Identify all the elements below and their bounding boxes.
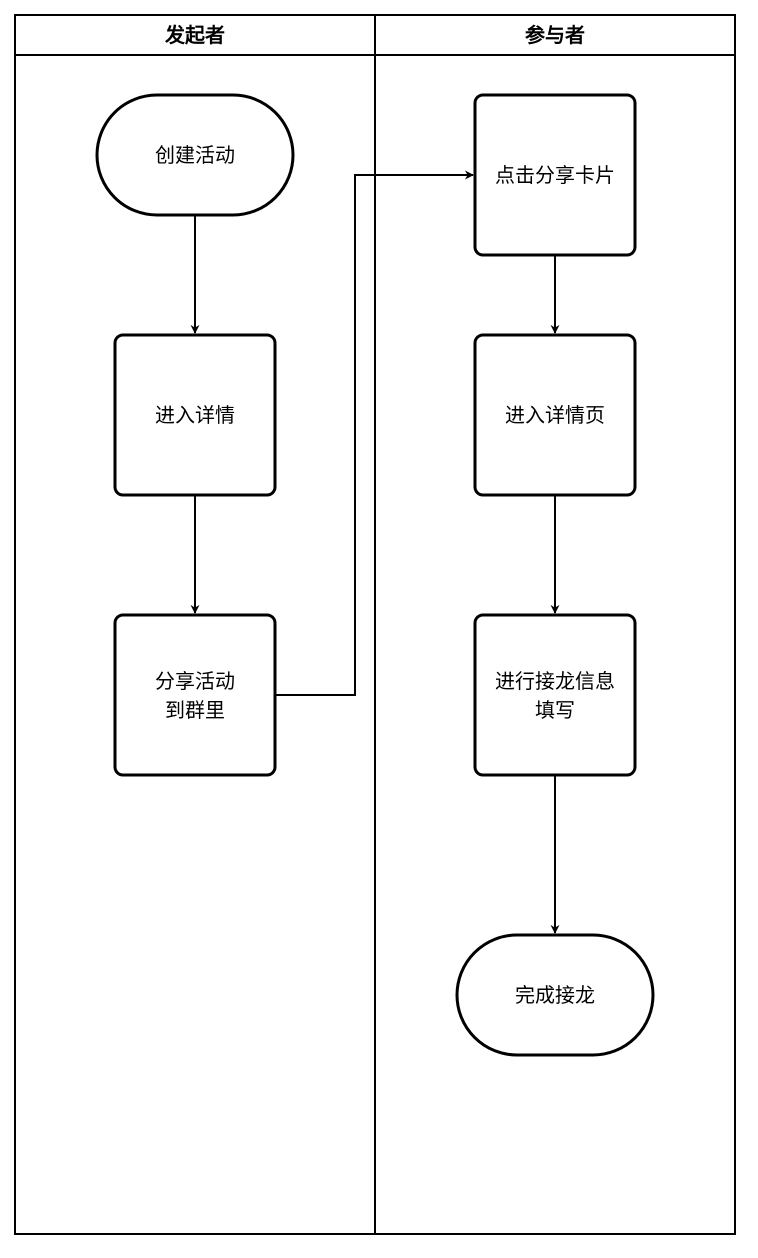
node-label: 进入详情页 (505, 403, 605, 427)
node-label: 点击分享卡片 (495, 163, 615, 187)
node-label: 完成接龙 (515, 983, 595, 1007)
node-create-activity: 创建活动 (95, 93, 295, 217)
swimlane-frame (14, 14, 736, 1235)
lane-title-initiator: 发起者 (164, 23, 225, 47)
node-label-line-2: 到群里 (165, 698, 225, 722)
terminal-shape (455, 933, 655, 1057)
node-label: 创建活动 (155, 143, 235, 167)
terminal-shape (95, 93, 295, 217)
node-label: 进入详情 (155, 403, 235, 427)
lane-title-participant: 参与者 (525, 23, 585, 47)
edges (190, 170, 560, 934)
node-enter-detail-page: 进入详情页 (473, 333, 637, 497)
node-label-line-1: 进行接龙信息 (495, 669, 615, 693)
node-click-share-card: 点击分享卡片 (473, 93, 637, 257)
process-shape (473, 93, 637, 257)
node-share-to-group: 分享活动 到群里 (113, 613, 277, 777)
process-shape (473, 333, 637, 497)
node-enter-details: 进入详情 (113, 333, 277, 497)
process-shape (473, 613, 637, 777)
process-shape (113, 333, 277, 497)
node-fill-info: 进行接龙信息 填写 (473, 613, 637, 777)
node-complete: 完成接龙 (455, 933, 655, 1057)
process-shape (113, 613, 277, 777)
node-label-line-1: 分享活动 (155, 669, 235, 693)
edge-share-to-click-card (275, 170, 474, 696)
node-label-line-2: 填写 (535, 698, 575, 722)
